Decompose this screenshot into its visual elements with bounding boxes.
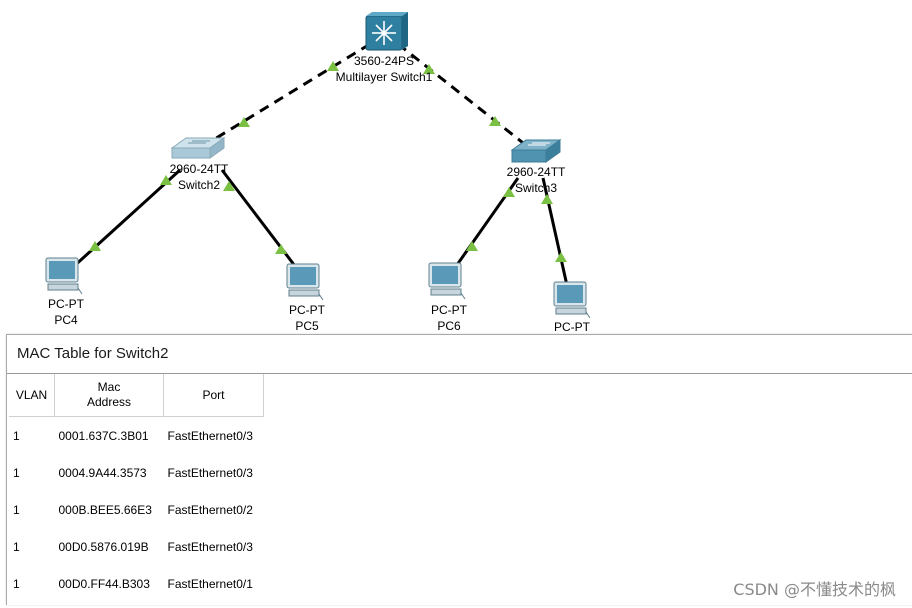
link-lights — [89, 61, 567, 262]
cell-vlan: 1 — [13, 428, 20, 443]
pc7-icon[interactable] — [553, 281, 591, 319]
msw1-model: 3560-24PS — [353, 54, 415, 68]
panel-title: MAC Table for Switch2 — [17, 345, 169, 362]
column-header-mac-address[interactable]: Mac Address — [54, 374, 164, 417]
pc5-label: PC-PT PC5 — [289, 302, 325, 334]
table-row[interactable]: 1 00D0.5876.019B FastEthernet0/3 — [9, 528, 264, 565]
watermark: CSDN @不懂技术的枫 — [733, 580, 896, 599]
link-light — [327, 61, 339, 71]
link-light — [503, 187, 515, 197]
pc5-model: PC-PT — [289, 303, 325, 317]
table-row[interactable]: 1 000B.BEE5.66E3 FastEthernet0/2 — [9, 491, 264, 528]
link-light — [238, 117, 250, 127]
cell-vlan: 1 — [13, 539, 20, 554]
pc7-label: PC-PT — [554, 319, 590, 335]
link-light — [275, 244, 287, 254]
switch2-model: 2960-24TT — [169, 162, 229, 176]
link-msw1-switch3[interactable] — [397, 42, 533, 152]
link-light — [489, 116, 501, 126]
switch3-label: 2960-24TT Switch3 — [507, 164, 566, 196]
cell-vlan: 1 — [13, 465, 20, 480]
pc4-name: PC4 — [54, 313, 78, 327]
pc4-label: PC-PT PC4 — [48, 296, 84, 328]
cell-port: FastEthernet0/3 — [167, 465, 253, 480]
link-light — [223, 181, 235, 191]
link-switch2-pc5[interactable] — [220, 169, 300, 271]
links — [70, 42, 570, 291]
topology-canvas — [45, 12, 591, 319]
switch3-name: Switch3 — [514, 181, 558, 195]
pc5-icon[interactable] — [286, 263, 324, 301]
panel-divider — [7, 373, 912, 374]
cell-mac: 000B.BEE5.66E3 — [58, 502, 152, 517]
cell-vlan: 1 — [13, 502, 20, 517]
pc6-label: PC-PT PC6 — [431, 302, 467, 334]
column-header-vlan[interactable]: VLAN — [9, 374, 55, 417]
cell-port: FastEthernet0/3 — [167, 428, 253, 443]
msw1-label: 3560-24PS Multilayer Switch1 — [336, 53, 433, 85]
mac-table: VLAN Mac Address Port 1 0001.637C.3B01 F… — [9, 374, 264, 602]
pc4-model: PC-PT — [48, 297, 84, 311]
link-light — [555, 252, 567, 262]
multilayer-switch-icon[interactable] — [365, 12, 408, 51]
table-header-row: VLAN Mac Address Port — [9, 374, 264, 417]
switch2-name: Switch2 — [177, 178, 221, 192]
pc7-model: PC-PT — [554, 320, 590, 334]
cell-mac: 00D0.5876.019B — [58, 539, 149, 554]
cell-port: FastEthernet0/2 — [167, 502, 253, 517]
pc6-model: PC-PT — [431, 303, 467, 317]
column-header-port[interactable]: Port — [163, 374, 264, 417]
msw1-name: Multilayer Switch1 — [335, 70, 433, 84]
pc6-icon[interactable] — [428, 262, 466, 300]
table-row[interactable]: 1 0004.9A44.3573 FastEthernet0/3 — [9, 454, 264, 491]
switch3-model: 2960-24TT — [506, 165, 566, 179]
cell-vlan: 1 — [13, 576, 20, 591]
link-light — [466, 241, 478, 251]
cell-mac: 00D0.FF44.B303 — [58, 576, 150, 591]
link-light — [541, 194, 553, 204]
switch2-label: 2960-24TT Switch2 — [170, 161, 229, 193]
cell-mac: 0001.637C.3B01 — [58, 428, 149, 443]
pc4-icon[interactable] — [45, 257, 83, 295]
pc5-name: PC5 — [295, 319, 319, 333]
cell-mac: 0004.9A44.3573 — [58, 465, 147, 480]
switch3-icon[interactable] — [510, 139, 562, 163]
pc6-name: PC6 — [437, 319, 461, 333]
cell-port: FastEthernet0/3 — [167, 539, 253, 554]
mac-header-text: Mac Address — [86, 380, 132, 409]
link-light — [160, 175, 172, 185]
switch2-icon[interactable] — [170, 137, 226, 159]
link-light — [89, 241, 101, 251]
table-row[interactable]: 1 00D0.FF44.B303 FastEthernet0/1 — [9, 565, 264, 602]
cell-port: FastEthernet0/1 — [167, 576, 253, 591]
link-switch2-pc4[interactable] — [70, 168, 182, 270]
mac-table-panel: MAC Table for Switch2 VLAN Mac Address P… — [6, 334, 912, 605]
table-row[interactable]: 1 0001.637C.3B01 FastEthernet0/3 — [9, 417, 264, 455]
link-light — [423, 64, 435, 74]
